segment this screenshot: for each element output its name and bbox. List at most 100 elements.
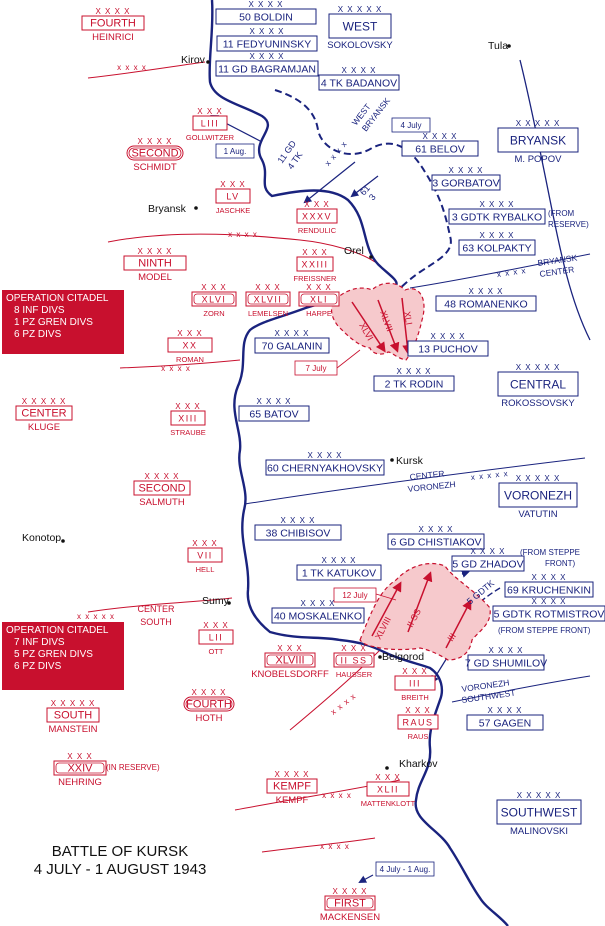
unit-name: II SS <box>340 656 367 666</box>
map-title-line-1: BATTLE OF KURSK <box>51 843 189 860</box>
unit-echelon-symbol: X X X X <box>307 451 342 460</box>
svg-text:x x x x: x x x x <box>322 791 352 800</box>
boundary-center: CENTER <box>539 264 575 279</box>
unit-name: 4 TK BADANOV <box>321 78 397 90</box>
city-kharkov: Kharkov <box>399 758 438 770</box>
unit-echelon-symbol: X X X X <box>332 887 367 896</box>
unit-echelon-symbol: X X X X <box>479 231 514 240</box>
unit-echelon-symbol: X X X X <box>479 200 514 209</box>
soviet-boundary-lines <box>244 253 591 703</box>
unit-frame-inner <box>128 147 182 159</box>
unit-commander: MODEL <box>138 272 172 283</box>
unit-commander: KEMPF <box>276 795 309 806</box>
unit-commander: ROMAN <box>176 355 204 364</box>
unit-echelon-symbol: X X X X <box>396 367 431 376</box>
note-in-reserve: (IN RESERVE) <box>106 763 160 772</box>
unit-name: CENTER <box>21 408 66 420</box>
city-orel: Orel <box>344 245 364 257</box>
unit-name: VORONEZH <box>504 489 572 503</box>
unit-name: III <box>409 679 421 689</box>
unit-echelon-symbol: X X X X X <box>22 397 67 406</box>
unit-echelon-symbol: X X X X <box>531 573 566 582</box>
unit-commander: KNOBELSDORFF <box>251 669 329 680</box>
unit-echelon-symbol: X X X <box>192 539 217 548</box>
unit-name: 61 BELOV <box>415 144 465 156</box>
unit-frame <box>318 74 400 91</box>
boundary-labels-german: CENTER SOUTH <box>137 604 175 627</box>
unit-commander: M. POPOV <box>515 154 563 165</box>
arrow-label-61: 61 <box>358 183 372 197</box>
soviet-unit-3-gdtk-rybalko: X X X X3 GDTK RYBALKO <box>448 200 546 225</box>
unit-echelon-symbol: X X X X <box>249 52 284 61</box>
unit-echelon-symbol: X X X X X <box>516 119 561 128</box>
unit-frame <box>458 239 536 256</box>
unit-frame <box>264 652 316 668</box>
note-from-steppe-front: (FROM STEPPE FRONT) <box>498 626 591 635</box>
unit-frame <box>333 652 375 668</box>
unit-frame <box>123 255 187 271</box>
soviet-unit-2-tk-rodin: X X X X 2 TK RODIN <box>373 367 455 392</box>
unit-name: SOUTHWEST <box>501 806 578 820</box>
unit-name: 63 KOLPAKTY <box>462 243 531 255</box>
unit-name: 38 CHIBISOV <box>266 528 331 540</box>
unit-frame-inner <box>55 762 105 774</box>
unit-name: XLI <box>310 295 328 305</box>
soviet-unit-4-tk-badanov: X X X X 4 TK BADANOV <box>318 66 400 91</box>
soviet-unit-6-gd-chistiakov: X X X X6 GD CHISTIAKOV <box>387 525 485 550</box>
unit-frame <box>183 696 235 712</box>
unit-echelon-symbol: X X X <box>341 644 366 653</box>
unit-name: LII <box>209 633 224 643</box>
arrow-label-xli: XLI <box>402 311 414 326</box>
op-north-heading: OPERATION CITADEL <box>6 293 109 304</box>
soviet-unit-61-belov: X X X X61 BELOV <box>401 132 479 157</box>
unit-frame-inner <box>266 654 314 666</box>
unit-frame <box>466 714 544 731</box>
unit-commander: OTT <box>209 647 224 656</box>
unit-name: 48 ROMANENKO <box>444 299 527 311</box>
unit-frame <box>126 145 184 161</box>
unit-name: XLVII <box>254 295 283 305</box>
unit-commander: MACKENSEN <box>320 912 380 923</box>
unit-frame <box>266 778 318 794</box>
op-north-line-3: 6 PZ DIVS <box>14 329 62 340</box>
unit-echelon-symbol: X X X <box>177 329 202 338</box>
soviet-unit-5-gd-zhadov: X X X X5 GD ZHADOV <box>451 547 525 572</box>
soviet-offensive-line <box>274 89 452 295</box>
unit-frame <box>187 547 223 563</box>
unit-name: SECOND <box>138 483 185 495</box>
unit-echelon-symbol: X X X X <box>470 547 505 556</box>
unit-frame <box>170 410 206 426</box>
unit-frame-inner <box>193 293 235 305</box>
soviet-unit-48-romanenko: X X X X48 ROMANENKO <box>435 287 537 312</box>
svg-text:x x x x: x x x x <box>329 691 358 716</box>
unit-frame <box>265 459 385 476</box>
unit-echelon-symbol: X X X X <box>531 597 566 606</box>
unit-echelon-symbol: X X X X <box>448 166 483 175</box>
unit-name: 6 GD CHISTIAKOV <box>390 537 481 549</box>
unit-name: 2 TK RODIN <box>385 379 444 391</box>
soviet-unit-11-fedyuninsky: X X X X11 FEDYUNINSKY <box>216 27 318 52</box>
svg-text:x x x x: x x x x <box>117 63 147 72</box>
svg-text:x x x x: x x x x <box>228 230 258 239</box>
unit-echelon-symbol: X X X X <box>341 66 376 75</box>
unit-echelon-symbol: X X X <box>201 283 226 292</box>
unit-frame <box>133 480 191 496</box>
op-south-heading: OPERATION CITADEL <box>6 625 109 636</box>
soviet-unit-60-chernyakhovsky: X X X X60 CHERNYAKHOVSKY <box>265 451 385 476</box>
unit-echelon-symbol: X X X X <box>300 599 335 608</box>
operation-citadel-north: OPERATION CITADEL 8 INF DIVS 1 PZ GREN D… <box>2 290 124 354</box>
city-belgorod: Belgorod <box>382 651 424 663</box>
note-from-reserve-2: RESERVE) <box>548 220 589 229</box>
map-title: BATTLE OF KURSK 4 JULY - 1 AUGUST 1943 <box>20 843 220 879</box>
